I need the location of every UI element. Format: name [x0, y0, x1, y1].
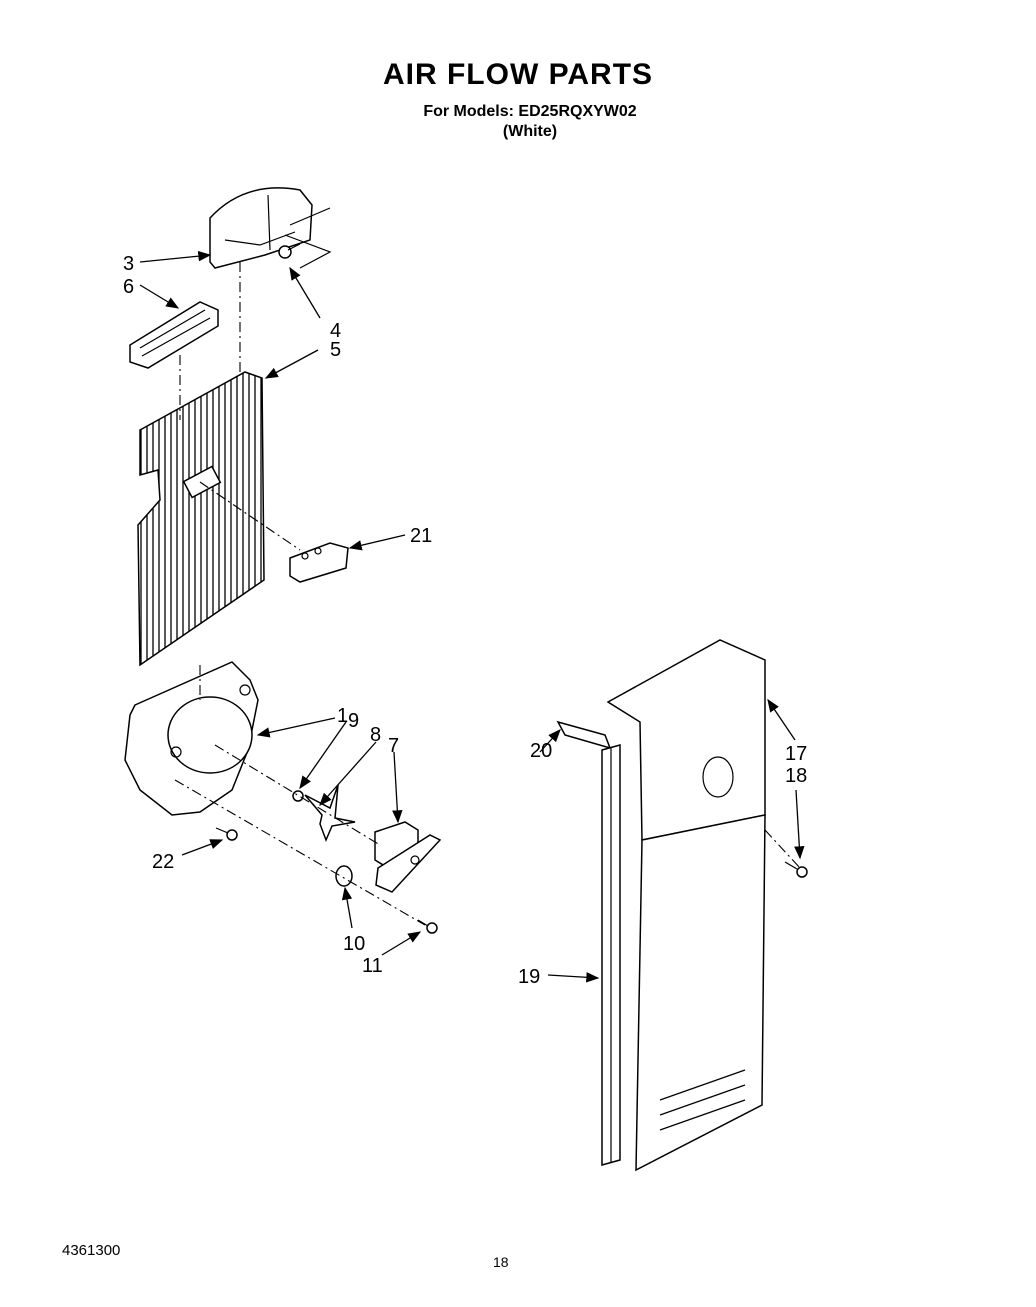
callout-leaders: [139, 250, 805, 983]
model-subtitle: For Models: ED25RQXYW02 (White): [380, 102, 680, 142]
screw-part-4: [278, 243, 301, 259]
callout-22: 22: [152, 851, 174, 873]
screw-part-22: [215, 827, 238, 841]
bracket-part-21: [289, 542, 349, 583]
document-number: 4361300: [62, 1242, 121, 1259]
gasket-strip-part-19: [601, 744, 621, 1166]
screw-part-11: [417, 919, 438, 934]
callout-10: 10: [343, 933, 365, 955]
callout-1: 1: [337, 705, 348, 727]
callout-7: 7: [388, 735, 399, 757]
callout-6: 6: [123, 276, 134, 298]
screw-part-18: [784, 861, 808, 878]
models-line: For Models: ED25RQXYW02: [423, 103, 637, 120]
fan-blade-part-8: [304, 784, 356, 843]
nut-part-9: [292, 790, 304, 802]
color-line: (White): [502, 123, 558, 140]
callout-17: 17: [785, 743, 807, 765]
assembly-lines: [174, 262, 801, 926]
page-number: 18: [493, 1254, 509, 1270]
callout-5: 5: [330, 339, 341, 361]
air-duct-panel-part-17: [606, 639, 766, 1172]
seal-part-20: [556, 720, 612, 750]
callout-labels: 3 6 4 5 21 1 9 8 7 22 10 11 20 17 18 19: [123, 253, 807, 988]
callout-9: 9: [348, 710, 359, 732]
callout-19: 19: [518, 966, 540, 988]
callout-11: 11: [362, 955, 383, 977]
callout-18: 18: [785, 765, 807, 787]
fan-housing-part-1: [124, 661, 259, 816]
callout-20: 20: [530, 740, 552, 762]
vent-slots: [659, 1069, 746, 1131]
grille-part-6: [129, 301, 219, 369]
callout-8: 8: [370, 724, 381, 746]
duct-cover-part-3: [209, 187, 332, 269]
motor-part-7: [374, 821, 442, 893]
grommet-part-10: [335, 865, 353, 887]
callout-4: 4: [330, 320, 341, 342]
callout-21: 21: [410, 525, 432, 547]
evaporator-cover-part-5: [137, 371, 265, 667]
page-title: AIR FLOW PARTS: [382, 58, 654, 91]
callout-3: 3: [123, 253, 134, 275]
